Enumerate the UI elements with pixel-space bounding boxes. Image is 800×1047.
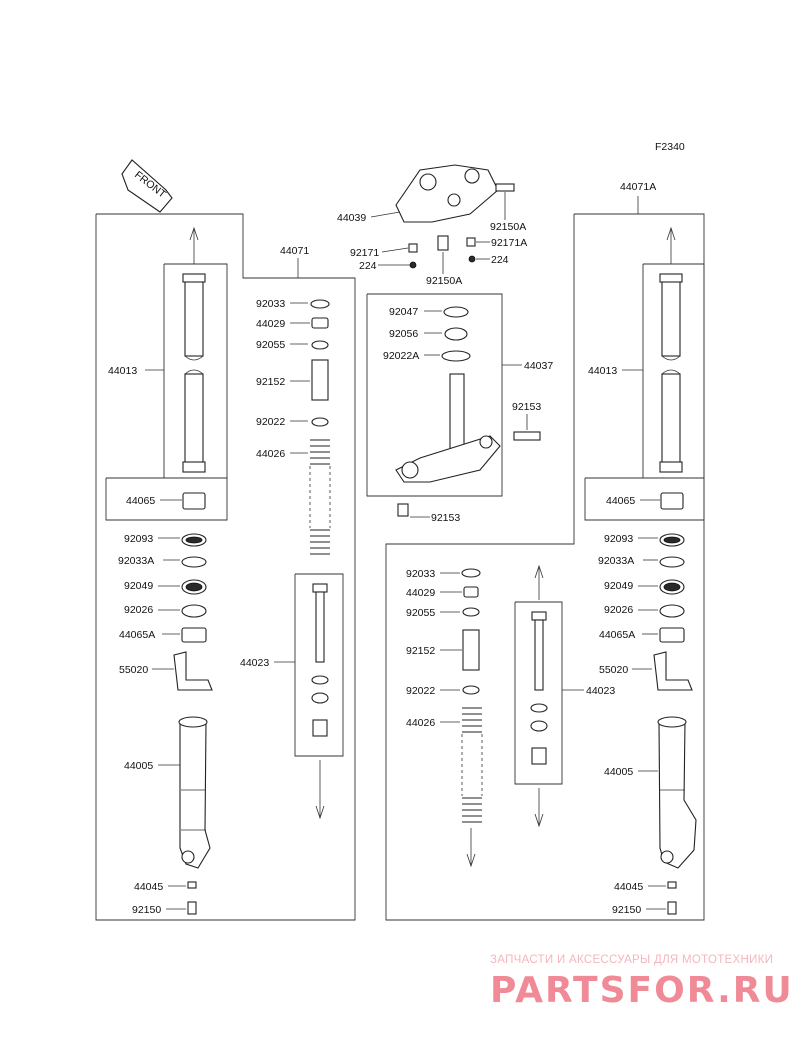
label-92153-bottom: 92153 <box>431 512 460 524</box>
left-cartridge-parts: 92033 44029 92055 92152 92022 44026 4402… <box>240 298 344 820</box>
label-92022A: 92022A <box>383 350 419 362</box>
watermark: ЗАПЧАСТИ И АКСЕССУАРЫ ДЛЯ МОТОТЕХНИКИ PA… <box>490 954 794 1011</box>
label-92033-right: 92033 <box>406 568 435 580</box>
label-92033A-right: 92033A <box>598 555 634 567</box>
label-44065A-right: 44065A <box>599 629 635 641</box>
inner-tube-left <box>182 273 206 473</box>
left-lower-parts: 92093 92033A 92049 92026 44065A 55020 44… <box>118 533 213 916</box>
label-44013: 44013 <box>108 365 137 377</box>
label-92026: 92026 <box>124 604 153 616</box>
label-92152: 92152 <box>256 376 285 388</box>
label-44029-right: 44029 <box>406 587 435 599</box>
label-92171: 92171 <box>350 247 379 259</box>
label-44023-right: 44023 <box>586 685 615 697</box>
label-55020: 55020 <box>119 664 148 676</box>
label-92047: 92047 <box>389 306 418 318</box>
right-cartridge-parts: 92033 44029 92055 92152 92022 44026 440 <box>406 564 615 868</box>
bolt-92153-bottom <box>397 503 409 517</box>
label-92171A: 92171A <box>491 237 527 249</box>
watermark-text-top: ЗАПЧАСТИ И АКСЕССУАРЫ ДЛЯ МОТОТЕХНИКИ <box>490 954 773 966</box>
label-92150: 92150 <box>132 904 161 916</box>
label-92033A: 92033A <box>118 555 154 567</box>
label-44026-right: 44026 <box>406 717 435 729</box>
label-92093-right: 92093 <box>604 533 633 545</box>
upper-triple-clamp: 44039 92150A 92171 224 92150A 92171A 224 <box>337 164 527 287</box>
label-92026-right: 92026 <box>604 604 633 616</box>
label-44071: 44071 <box>280 245 309 257</box>
inner-tube-right <box>659 273 683 473</box>
front-arrow-icon: FRONT <box>121 159 173 213</box>
label-55020-right: 55020 <box>599 664 628 676</box>
left-fork-assembly: 44071 44013 44065 92093 92033A 920 <box>95 213 356 921</box>
label-92150A-right: 92150A <box>490 221 526 233</box>
label-92152-right: 92152 <box>406 645 435 657</box>
right-fork-assembly: 44071A 44013 44065 92093 92033A 92049 <box>385 181 705 921</box>
label-44045: 44045 <box>134 881 163 893</box>
label-44029: 44029 <box>256 318 285 330</box>
bushing-44065-left <box>182 492 206 510</box>
label-44039: 44039 <box>337 212 366 224</box>
bolt-92153-right <box>513 431 541 441</box>
label-92153-right: 92153 <box>512 401 541 413</box>
label-92049-right: 92049 <box>604 580 633 592</box>
label-92056: 92056 <box>389 328 418 340</box>
bolt-92150A-right <box>495 183 515 192</box>
label-44005-right: 44005 <box>604 766 633 778</box>
label-44045-right: 44045 <box>614 881 643 893</box>
label-92150-right: 92150 <box>612 904 641 916</box>
label-224-left: 224 <box>359 260 377 272</box>
label-92033: 92033 <box>256 298 285 310</box>
watermark-logo-text: PARTSFOR.RU <box>490 970 794 1011</box>
steering-stem-assembly: 44037 92047 92056 92022A 92153 92153 <box>366 293 553 524</box>
label-92055: 92055 <box>256 339 285 351</box>
label-92055-right: 92055 <box>406 607 435 619</box>
label-44005: 44005 <box>124 760 153 772</box>
label-92093: 92093 <box>124 533 153 545</box>
label-224-right: 224 <box>491 254 509 266</box>
bolt-92150A-bottom <box>437 235 449 251</box>
label-92049: 92049 <box>124 580 153 592</box>
label-44065-right: 44065 <box>606 495 635 507</box>
label-44071A: 44071A <box>620 181 656 193</box>
label-44023: 44023 <box>240 657 269 669</box>
label-92150A-bottom: 92150A <box>426 275 462 287</box>
label-44037: 44037 <box>524 360 553 372</box>
figure-code: F2340 <box>655 141 685 153</box>
label-92022: 92022 <box>256 416 285 428</box>
label-92022-right: 92022 <box>406 685 435 697</box>
label-44065: 44065 <box>126 495 155 507</box>
label-44026: 44026 <box>256 448 285 460</box>
label-44013-right: 44013 <box>588 365 617 377</box>
right-lower-parts: 92093 92033A 92049 92026 44065A 55020 44… <box>598 533 697 916</box>
label-44065A: 44065A <box>119 629 155 641</box>
